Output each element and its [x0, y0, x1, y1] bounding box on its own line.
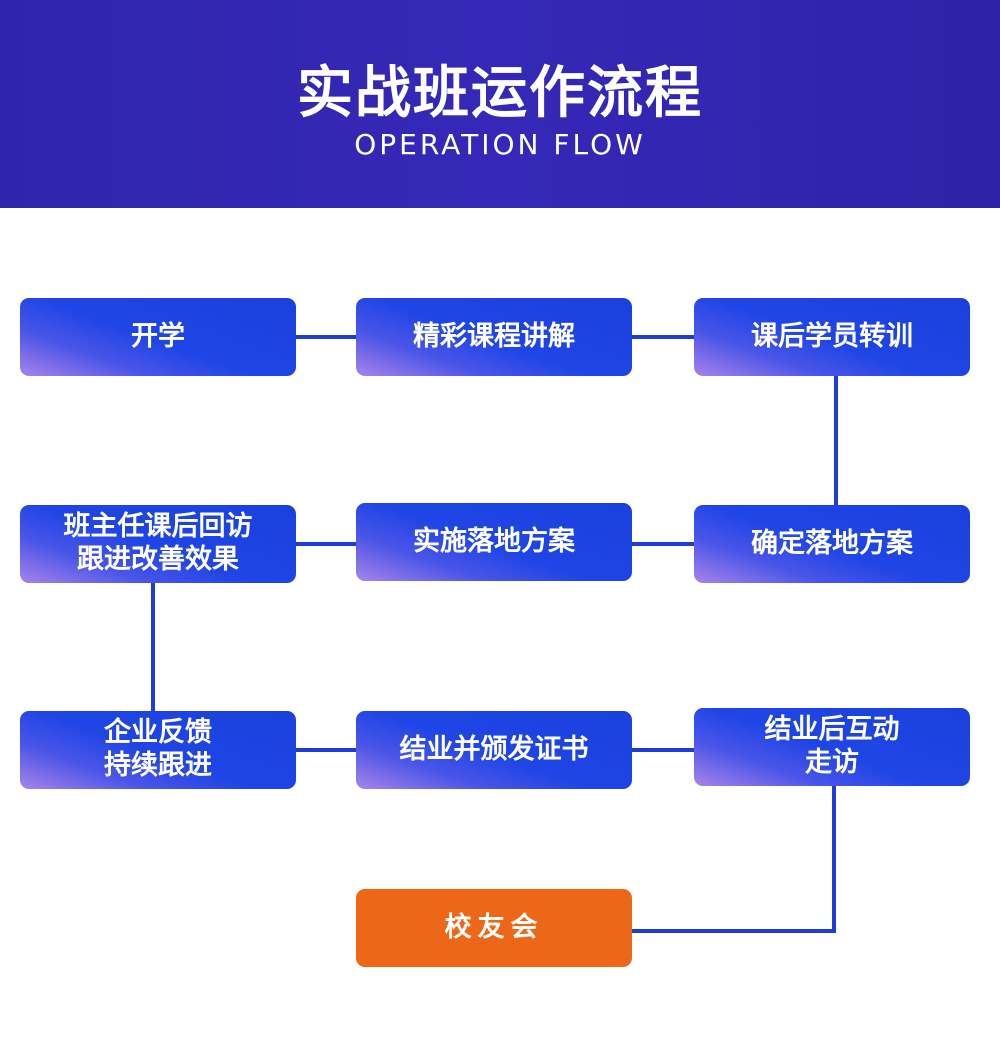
- flow-node-feedback: 企业反馈 持续跟进: [20, 711, 296, 789]
- flow-node-label-line2: 跟进改善效果: [77, 544, 239, 575]
- flow-node-interaction: 结业后互动 走访: [694, 708, 970, 786]
- flow-node-training: 课后学员转训: [694, 298, 970, 376]
- header-banner: 实战班运作流程 OPERATION FLOW: [0, 0, 1000, 208]
- flow-node-label-line1: 班主任课后回访: [63, 511, 253, 543]
- flow-node-label: 开学: [131, 320, 185, 352]
- flow-node-implement-plan: 实施落地方案: [356, 503, 632, 581]
- flow-node-label-line1: 企业反馈: [104, 717, 212, 749]
- flow-node-label-line2: 持续跟进: [104, 750, 212, 781]
- page-subtitle: OPERATION FLOW: [354, 128, 646, 161]
- page-title: 实战班运作流程: [297, 61, 703, 126]
- flow-node-label: 精彩课程讲解: [413, 320, 575, 352]
- flow-node-confirm-plan: 确定落地方案: [694, 505, 970, 583]
- flow-node-certificate: 结业并颁发证书: [356, 711, 632, 789]
- flow-node-start: 开学: [20, 298, 296, 376]
- flow-node-label: 结业并颁发证书: [399, 733, 589, 765]
- flow-node-followup-visit: 班主任课后回访 跟进改善效果: [20, 505, 296, 583]
- flow-node-label: 课后学员转训: [751, 320, 913, 352]
- flow-node-label: 确定落地方案: [751, 527, 913, 559]
- connector-interaction-to-alumni: [632, 786, 836, 933]
- flow-node-label-line2: 走访: [805, 747, 859, 778]
- flow-node-label: 校友会: [444, 911, 544, 943]
- flow-node-label-line1: 结业后互动: [764, 714, 900, 746]
- flow-node-alumni: 校友会: [356, 889, 632, 967]
- flow-node-lecture: 精彩课程讲解: [356, 298, 632, 376]
- flow-node-label: 实施落地方案: [413, 525, 575, 557]
